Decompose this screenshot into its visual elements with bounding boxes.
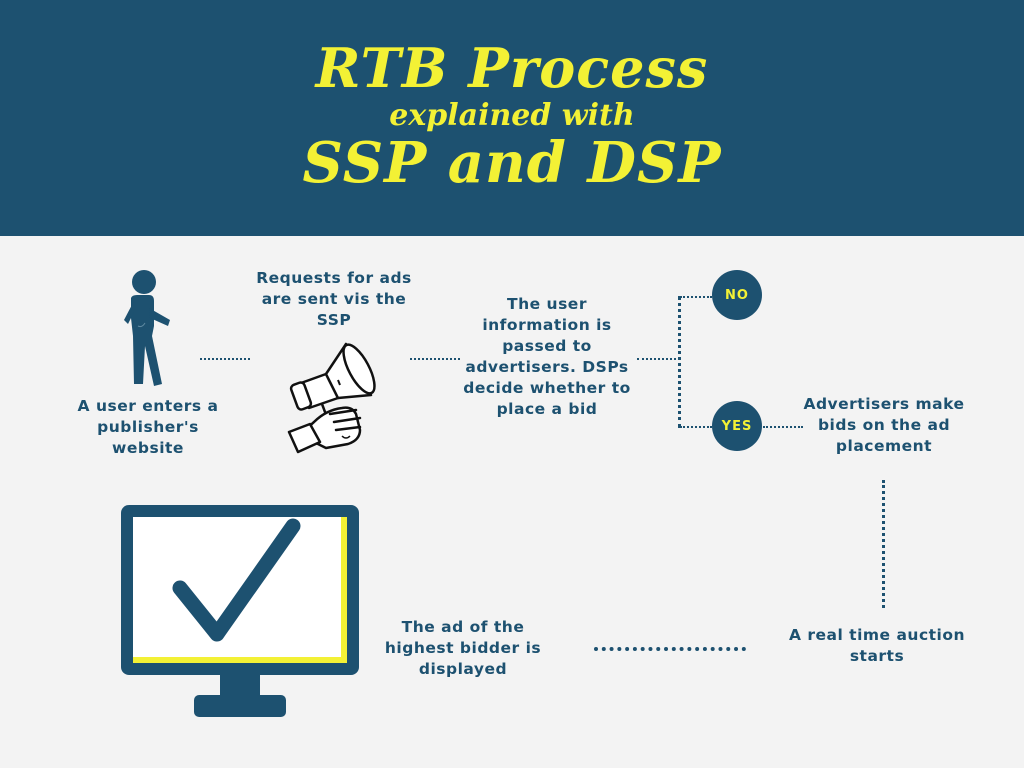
decision-branch-line <box>678 296 681 428</box>
title-line-1: RTB Process <box>315 36 709 100</box>
yes-badge: YES <box>712 401 762 451</box>
title-line-2: explained with <box>389 98 635 133</box>
step-displayed: The ad of the highest bidder is displaye… <box>384 618 542 678</box>
step-auction: A real time auction starts <box>788 626 966 665</box>
step-requests: Requests for ads are sent vis the SSP <box>256 269 412 329</box>
header-banner <box>0 0 1024 236</box>
step-advertisers-bid: Advertisers make bids on the ad placemen… <box>803 395 965 455</box>
step-user-enters: A user enters a publisher's website <box>77 397 219 457</box>
connector-2 <box>410 358 460 360</box>
megaphone-hand-icon <box>287 342 376 454</box>
connector-6 <box>594 647 746 651</box>
connector-yes <box>680 426 712 428</box>
monitor-checkmark-icon <box>121 505 359 717</box>
connector-5 <box>882 480 885 608</box>
step-user-info: The user information is passed to advert… <box>463 295 631 418</box>
no-badge: NO <box>712 270 762 320</box>
title-line-3: SSP and DSP <box>302 130 722 196</box>
connector-no <box>680 296 712 298</box>
connector-4 <box>763 426 803 428</box>
walking-person-icon <box>124 270 170 386</box>
connector-3 <box>637 358 680 360</box>
connector-1 <box>200 358 250 360</box>
